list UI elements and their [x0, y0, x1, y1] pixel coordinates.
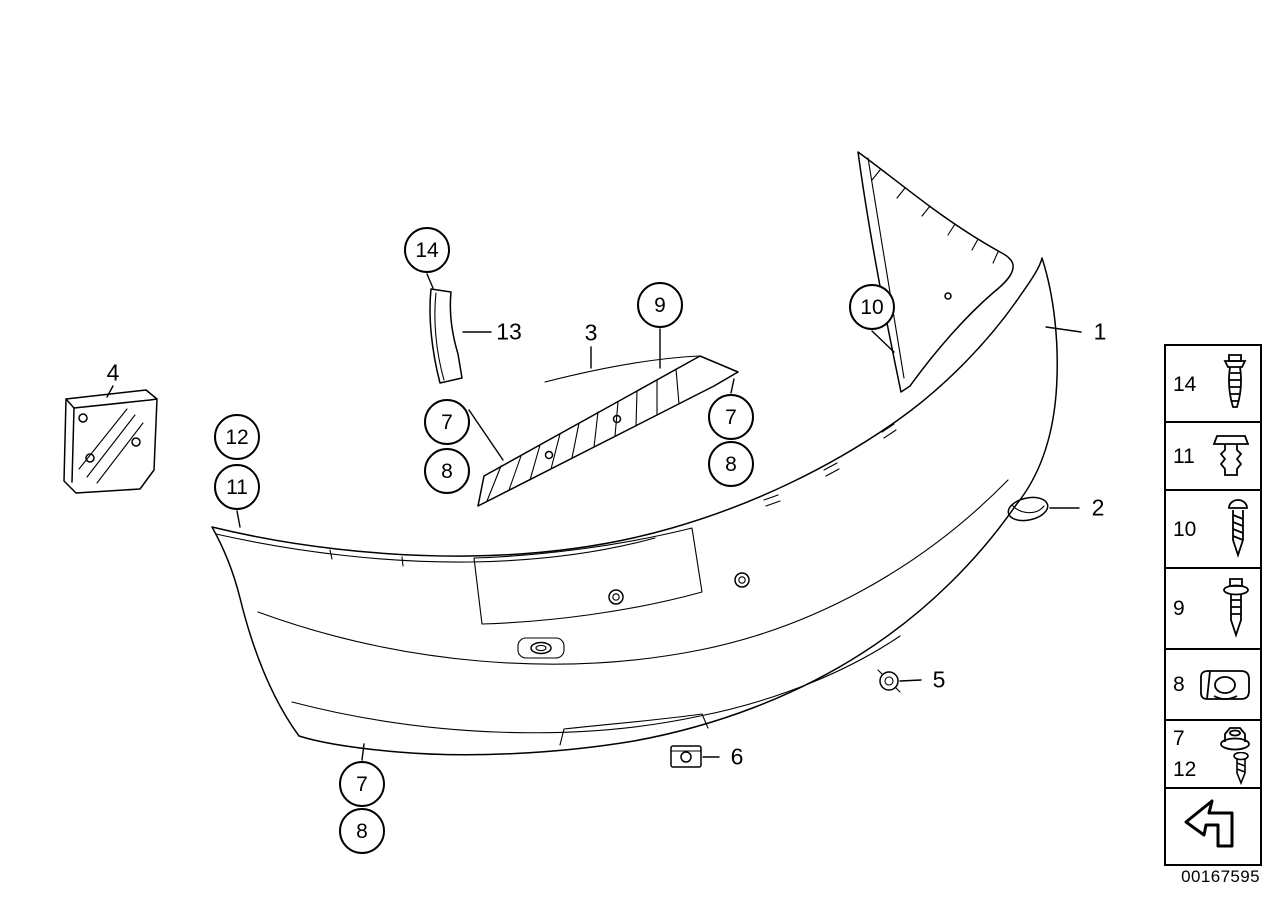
legend-part-number: 12 [1173, 757, 1197, 781]
part-6-bracket [670, 745, 702, 768]
callout-label: 8 [725, 452, 737, 476]
part-side-panel [857, 151, 1014, 393]
flange-nut-icon [1219, 724, 1251, 752]
legend-part-number: 10 [1173, 517, 1197, 541]
legend-row-9[interactable]: 9 [1164, 567, 1262, 651]
part-2-cap [1007, 496, 1049, 522]
part-4-bracket [63, 389, 158, 494]
leader-lines [106, 273, 1082, 761]
part-label-4[interactable]: 4 [104, 359, 122, 386]
legend-part-number: 8 [1173, 673, 1185, 697]
expansion-rivet-icon [1211, 432, 1251, 480]
callout-circle-7-bottom[interactable]: 7 [339, 761, 385, 807]
callout-circle-14[interactable]: 14 [404, 227, 450, 273]
callout-label: 9 [654, 293, 666, 317]
callout-circle-11[interactable]: 11 [214, 464, 260, 510]
part-label-2[interactable]: 2 [1089, 494, 1107, 521]
part-3-support-rail [477, 355, 739, 507]
legend-part-number: 7 [1173, 726, 1185, 750]
drawing-number: 00167595 [1181, 867, 1260, 886]
legend-row-11[interactable]: 11 [1164, 421, 1262, 492]
part-1-bumper-cover [211, 257, 1058, 756]
callout-circle-7-left[interactable]: 7 [424, 399, 470, 445]
callout-label: 7 [725, 405, 737, 429]
part-5-grommet [877, 669, 901, 693]
callout-label: 14 [415, 238, 439, 262]
legend-row-7-12[interactable]: 7 12 [1164, 719, 1262, 791]
legend-part-number: 9 [1173, 597, 1185, 621]
callout-circle-7-right[interactable]: 7 [708, 394, 754, 440]
expansion-screw-icon [1219, 353, 1251, 415]
speed-nut-icon [1197, 664, 1251, 706]
callout-label: 11 [226, 475, 248, 499]
callout-label: 7 [441, 410, 453, 434]
callout-circle-8-left[interactable]: 8 [424, 448, 470, 494]
callout-label: 12 [225, 425, 249, 449]
callout-circle-12[interactable]: 12 [214, 414, 260, 460]
callout-label: 8 [441, 459, 453, 483]
part-label-6[interactable]: 6 [728, 743, 746, 770]
legend-row-8[interactable]: 8 [1164, 647, 1262, 722]
legend-subrow-7: 7 [1173, 724, 1251, 752]
callout-circle-8-bottom[interactable]: 8 [339, 808, 385, 854]
part-label-5[interactable]: 5 [930, 666, 948, 693]
callout-label: 7 [356, 772, 368, 796]
legend-row-14[interactable]: 14 [1164, 344, 1262, 424]
screw-with-washer-icon [1221, 577, 1251, 641]
legend-subrow-12: 12 [1173, 752, 1251, 786]
callout-label: 8 [356, 819, 368, 843]
part-label-13[interactable]: 13 [494, 318, 524, 345]
callout-circle-9[interactable]: 9 [637, 282, 683, 328]
part-label-3[interactable]: 3 [582, 319, 600, 346]
tapping-screw-icon [1225, 498, 1251, 560]
part-13-strip [429, 288, 463, 384]
legend-row-reference[interactable] [1164, 787, 1262, 867]
callout-circle-10[interactable]: 10 [849, 284, 895, 330]
fastener-legend: 14 11 10 [1164, 344, 1262, 867]
legend-row-10[interactable]: 10 [1164, 488, 1262, 570]
reference-arrow-icon [1180, 798, 1244, 856]
callout-circle-8-right[interactable]: 8 [708, 441, 754, 487]
small-screw-icon [1231, 752, 1251, 786]
callout-label: 10 [860, 295, 884, 319]
legend-part-number: 11 [1173, 444, 1195, 468]
legend-part-number: 14 [1173, 372, 1197, 396]
part-label-1[interactable]: 1 [1091, 318, 1109, 345]
